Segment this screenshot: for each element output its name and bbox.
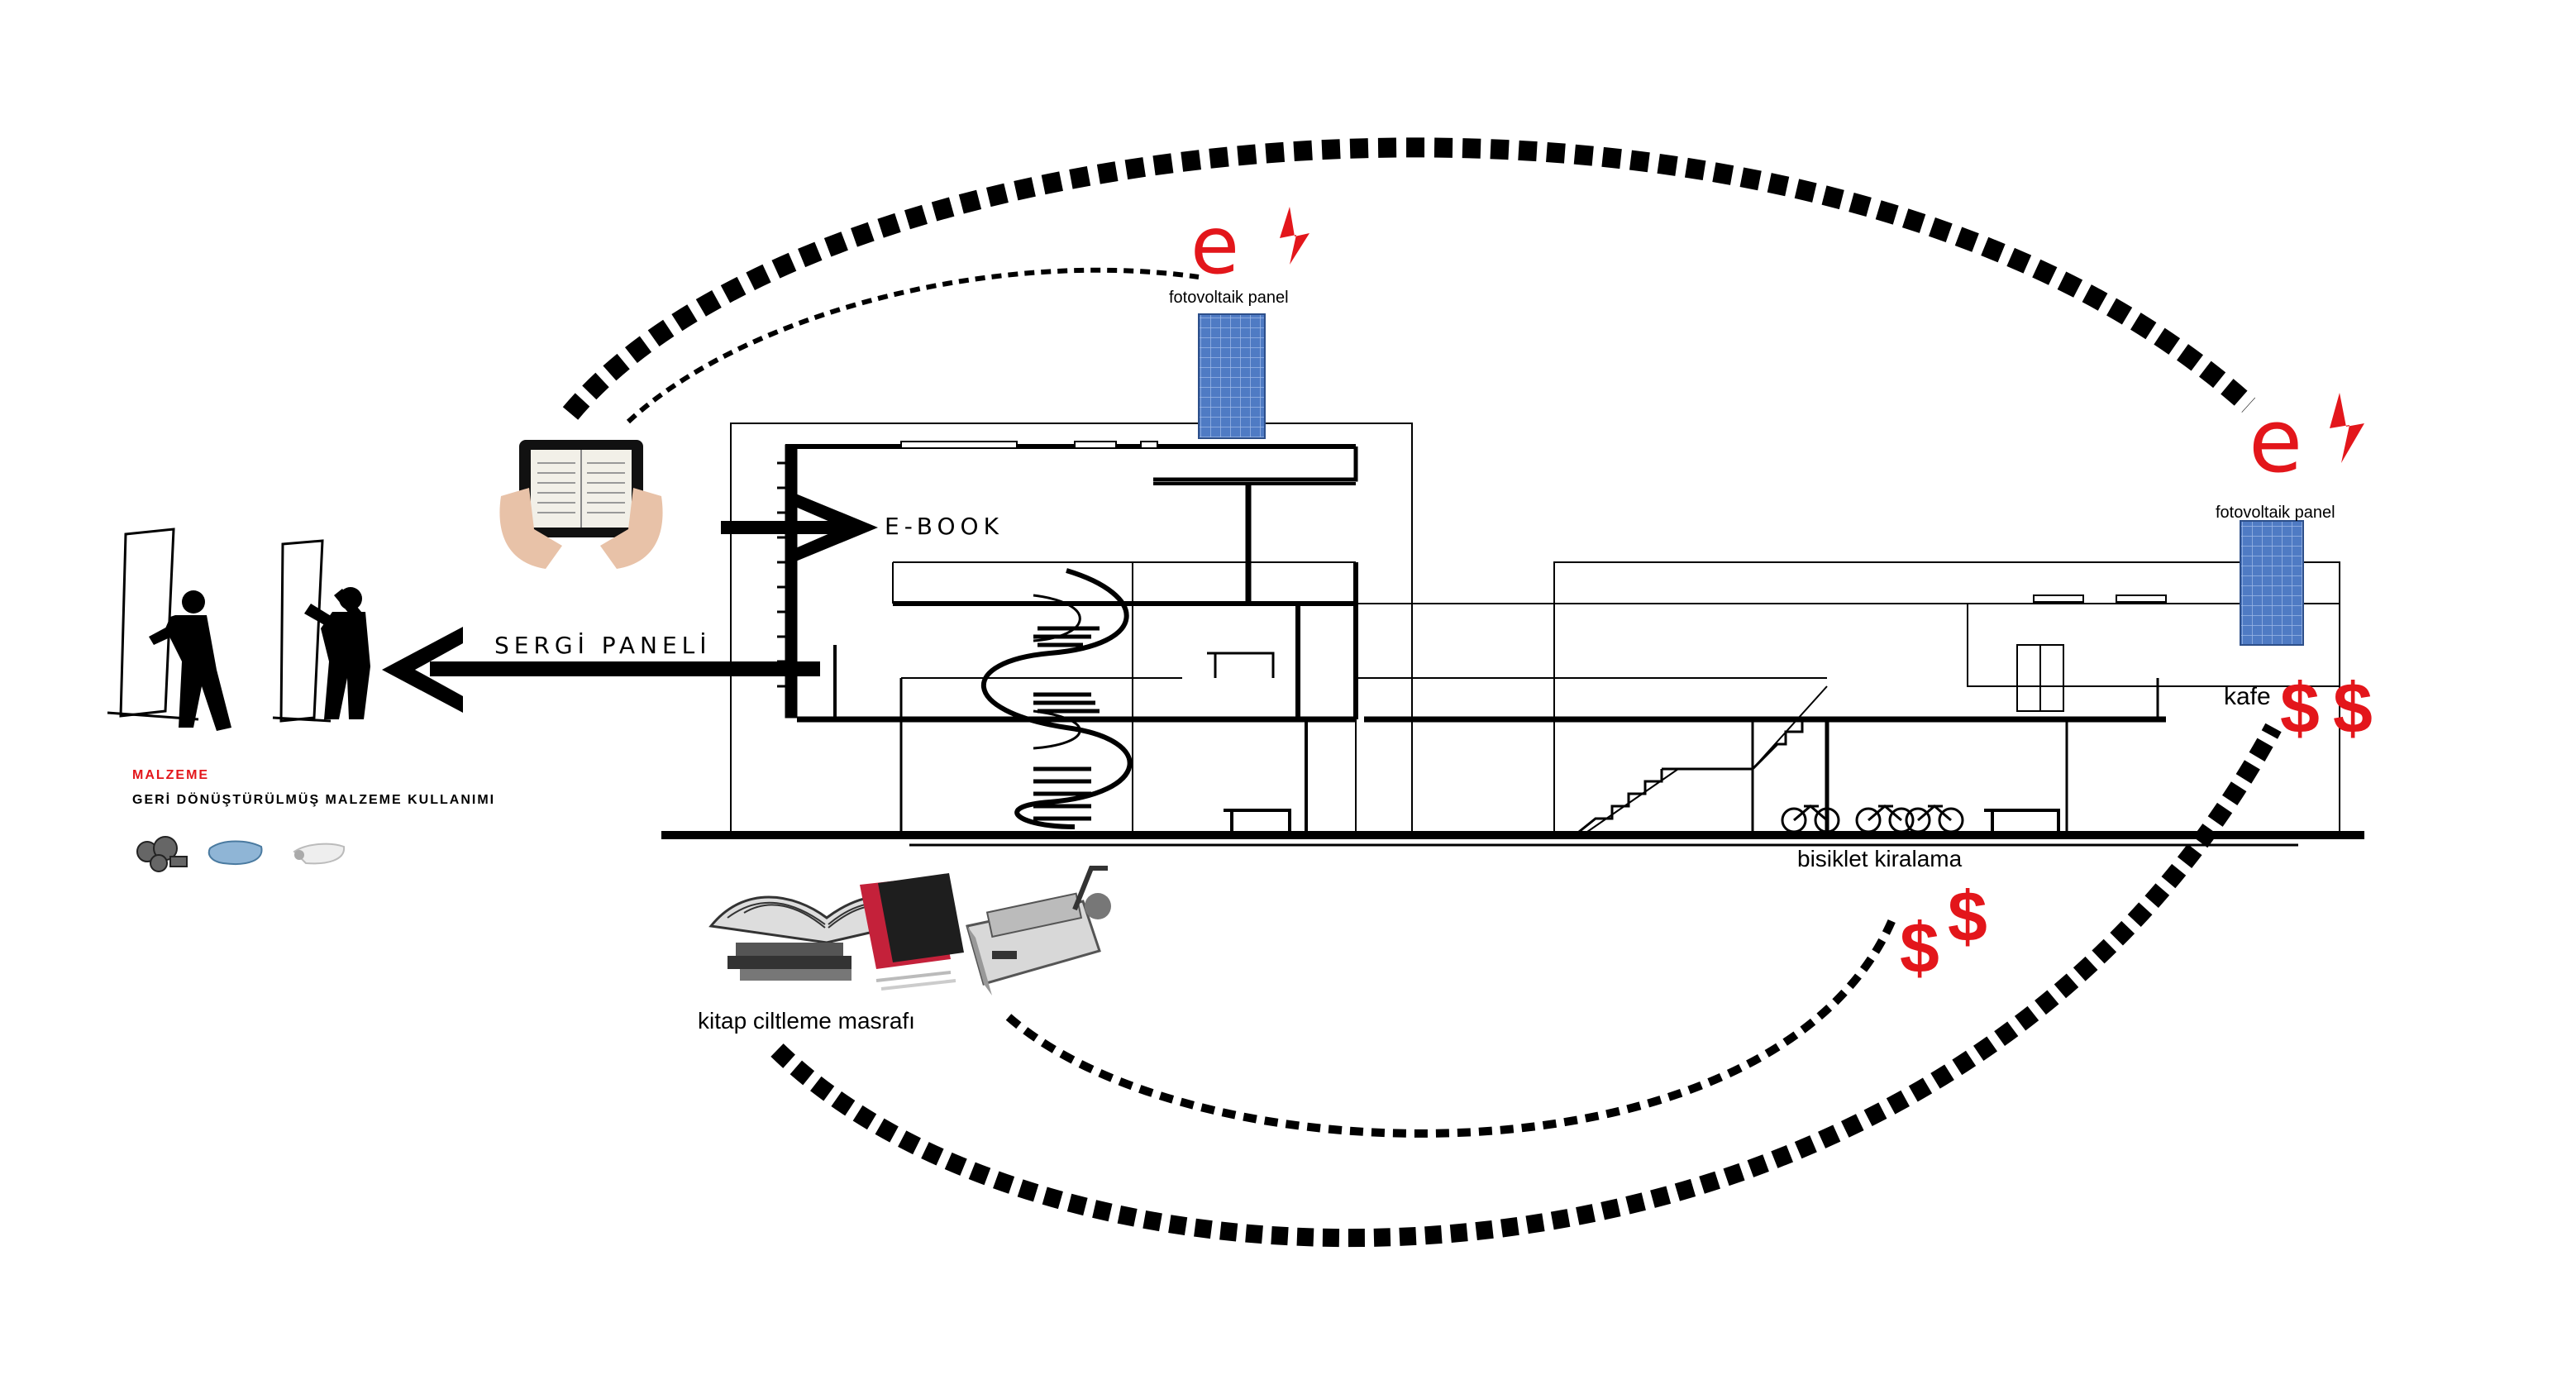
binding-covers-icon xyxy=(860,873,964,991)
kitap-ciltleme-label: kitap ciltleme masrafı xyxy=(698,1008,915,1034)
energy-logo-2: e xyxy=(2249,390,2364,492)
recycled-material-icons xyxy=(136,836,346,872)
svg-text:e: e xyxy=(1190,199,1239,292)
arc-inner-bottom xyxy=(1005,916,1897,1138)
paper-waste-icon xyxy=(293,843,346,865)
energy-logo-1: e xyxy=(1190,199,1309,292)
money-symbols-bisiklet: $ $ xyxy=(1900,877,1987,988)
staircase xyxy=(1578,685,1828,833)
arc-inner-top xyxy=(626,267,1200,424)
fotovoltaik-panel-label: fotovoltaik panel xyxy=(2216,504,2335,522)
malzeme-title: MALZEME xyxy=(132,768,209,782)
plastic-bottle-icon xyxy=(208,840,263,865)
svg-text:$: $ xyxy=(1948,877,1987,957)
arc-outer-bottom xyxy=(770,723,2282,1248)
svg-text:$: $ xyxy=(2280,669,2320,748)
building-outline xyxy=(730,423,1413,832)
ebook-arrow: E-BOOK xyxy=(721,493,1004,562)
arc-outer-top xyxy=(562,137,2256,420)
ebook-label: E-BOOK xyxy=(885,513,1004,540)
sergi-paneli-label: SERGİ PANELİ xyxy=(494,632,712,659)
building-section xyxy=(661,423,2364,847)
worker-silhouette-icon xyxy=(149,587,370,731)
lightning-icon xyxy=(2330,393,2364,463)
tablet-ebook-icon xyxy=(499,440,663,569)
fotovoltaik-panel-label: fotovoltaik panel xyxy=(1169,289,1289,307)
spiral-stair-icon xyxy=(981,562,1133,832)
kafe-label: kafe xyxy=(2224,683,2271,710)
bisiklet-kiralama-label: bisiklet kiralama xyxy=(1797,846,1963,871)
bicycle-icon xyxy=(1781,805,1964,833)
binding-machine-icon xyxy=(966,866,1111,996)
svg-text:$: $ xyxy=(1900,909,1939,988)
malzeme-description: GERİ DÖNÜŞTÜRÜLMÜŞ MALZEME KULLANIMI xyxy=(132,791,495,807)
sergi-paneli-arrow: SERGİ PANELİ xyxy=(382,627,820,713)
exhibition-panels xyxy=(107,528,332,723)
lightning-icon xyxy=(1280,207,1309,265)
flow-arcs xyxy=(562,137,2282,1248)
metal-scrap-icon xyxy=(136,836,188,872)
svg-text:e: e xyxy=(2249,390,2302,492)
solar-panel-icon xyxy=(1198,313,2304,646)
svg-text:$: $ xyxy=(2333,669,2373,748)
money-symbols-kafe: $ $ xyxy=(2280,669,2373,748)
